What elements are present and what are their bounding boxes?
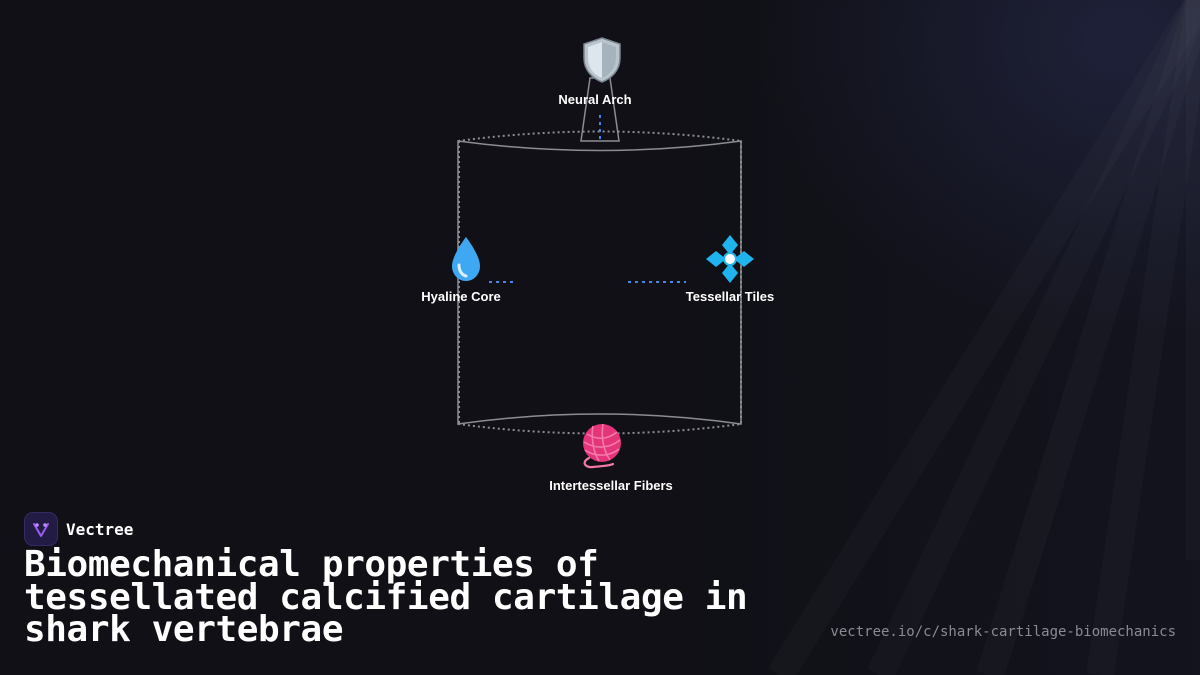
droplet-icon <box>452 237 480 281</box>
vertebral-body-bottom-rim <box>457 423 742 435</box>
page-url: vectree.io/c/shark-cartilage-biomechanic… <box>830 624 1176 640</box>
page-title: Biomechanical properties of tessellated … <box>24 544 748 650</box>
neural-arch-label: Neural Arch <box>558 92 632 107</box>
vertebral-body-outline <box>457 140 742 425</box>
shield-icon <box>583 37 621 83</box>
intertessellar-fibers-label: Intertessellar Fibers <box>549 478 673 493</box>
brand: Vectree <box>24 512 133 546</box>
yarn-ball-icon <box>583 423 621 469</box>
tessellar-tiles-label: Tessellar Tiles <box>685 289 775 304</box>
brand-name: Vectree <box>66 519 134 539</box>
tile-diamond-icon <box>706 235 754 283</box>
vertebral-body-top-rim <box>457 130 742 142</box>
hyaline-core-label: Hyaline Core <box>421 289 501 304</box>
vectree-logo-icon <box>24 512 58 546</box>
